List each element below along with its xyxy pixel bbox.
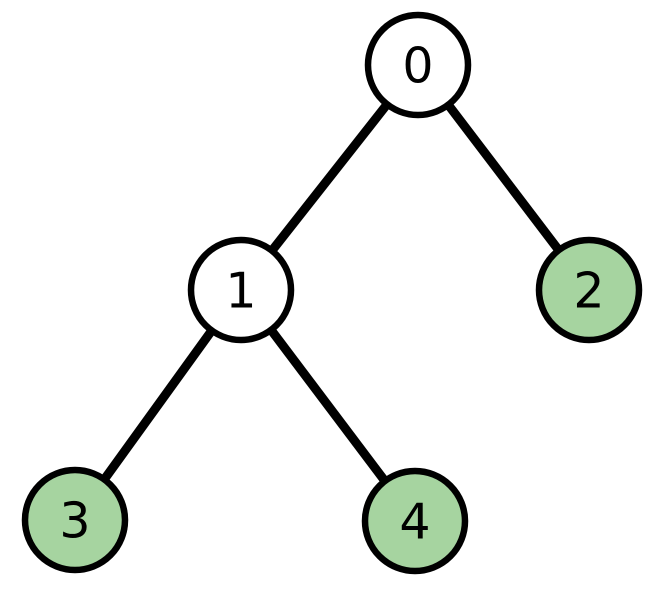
node-1-label: 1	[225, 263, 256, 320]
node-3-circle	[21, 466, 129, 574]
node-3-label: 3	[59, 493, 90, 550]
node-2-label: 2	[573, 263, 604, 320]
node-0-label: 0	[402, 38, 433, 95]
node-1-circle	[187, 236, 295, 344]
tree-node-3: 3	[21, 466, 129, 574]
tree-node-2: 2	[535, 236, 643, 344]
nodes-layer: 0 1 2 3 4	[21, 11, 643, 575]
node-4-label: 4	[399, 494, 430, 551]
node-2-circle	[535, 236, 643, 344]
tree-node-4: 4	[361, 467, 469, 575]
edges-layer	[71, 62, 593, 524]
tree-node-0: 0	[364, 11, 472, 119]
tree-node-1: 1	[187, 236, 295, 344]
node-4-circle	[361, 467, 469, 575]
node-0-circle	[364, 11, 472, 119]
